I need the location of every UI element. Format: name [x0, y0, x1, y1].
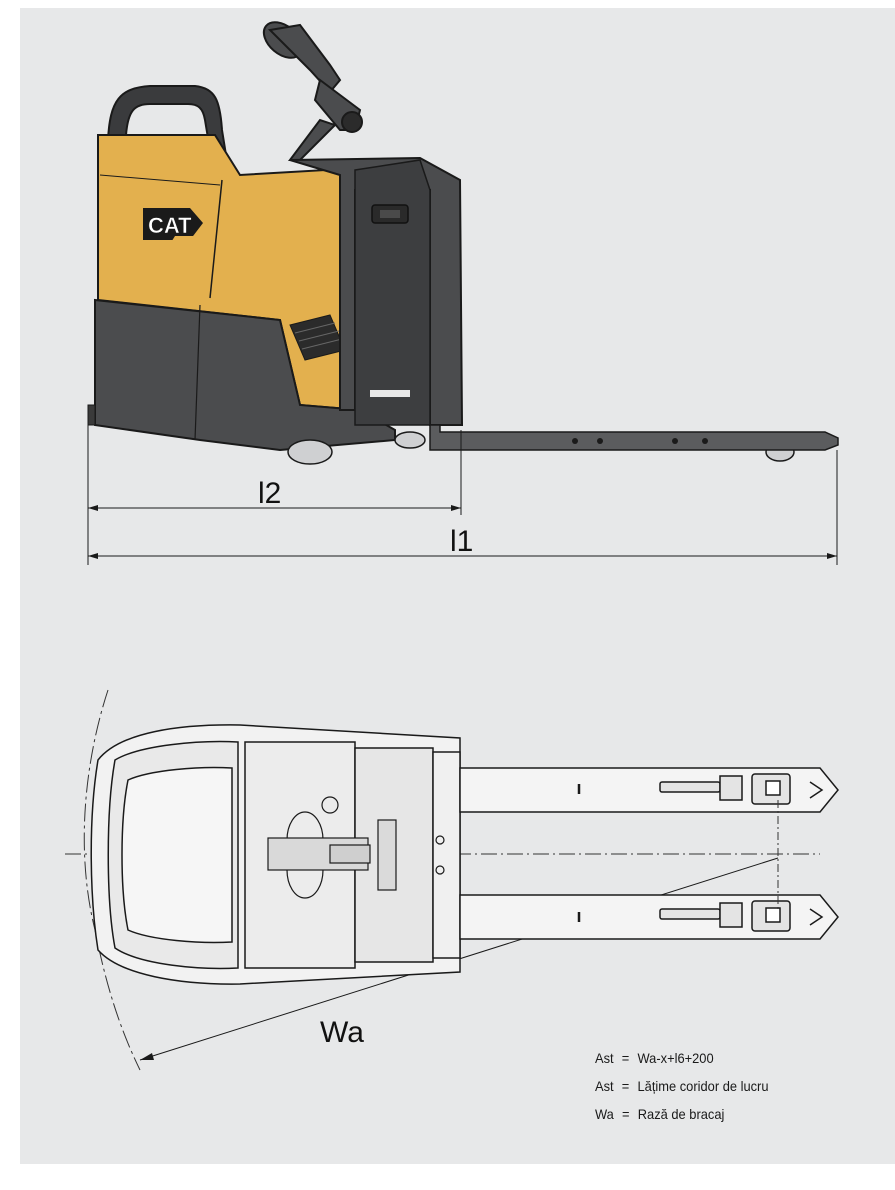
- dimension-l2-label: l2: [258, 477, 281, 510]
- legend-equals: =: [621, 1078, 630, 1094]
- dimension-lines: [87, 425, 838, 565]
- side-view-drawing: CAT l2 l1: [87, 21, 839, 565]
- dark-lower-body: [94, 298, 396, 452]
- top-view-drawing: Wa: [65, 689, 839, 1071]
- model-badge: [370, 390, 410, 397]
- legend-symbol: Ast: [595, 1078, 614, 1094]
- vent-grill: [289, 314, 346, 361]
- legend-row-3: Wa = Rază de bracaj: [595, 1106, 724, 1122]
- legend-symbol: Wa: [595, 1106, 614, 1122]
- dimension-l1-label: l1: [450, 525, 473, 558]
- turning-radius-arc: [83, 689, 141, 1071]
- fork-lower: [459, 894, 839, 940]
- legend-text: Wa-x+l6+200: [637, 1050, 714, 1066]
- legend-equals: =: [622, 1106, 630, 1122]
- fork-upper: [459, 767, 839, 813]
- legend-equals: =: [621, 1050, 630, 1066]
- legend-text: Lățime coridor de lucru: [637, 1078, 769, 1094]
- legend-row-2: Ast = Lățime coridor de lucru: [595, 1078, 769, 1094]
- cat-logo-text: CAT: [148, 213, 192, 238]
- legend-symbol: Ast: [595, 1050, 614, 1066]
- dimension-wa-label: Wa: [320, 1016, 364, 1049]
- fork-side: [429, 424, 839, 451]
- tiller-arm: [262, 21, 363, 161]
- steering-unit: [267, 796, 445, 899]
- legend-row-1: Ast = Wa-x+l6+200: [595, 1050, 714, 1066]
- cat-logo: CAT: [143, 208, 203, 244]
- legend-text: Rază de bracaj: [637, 1106, 725, 1122]
